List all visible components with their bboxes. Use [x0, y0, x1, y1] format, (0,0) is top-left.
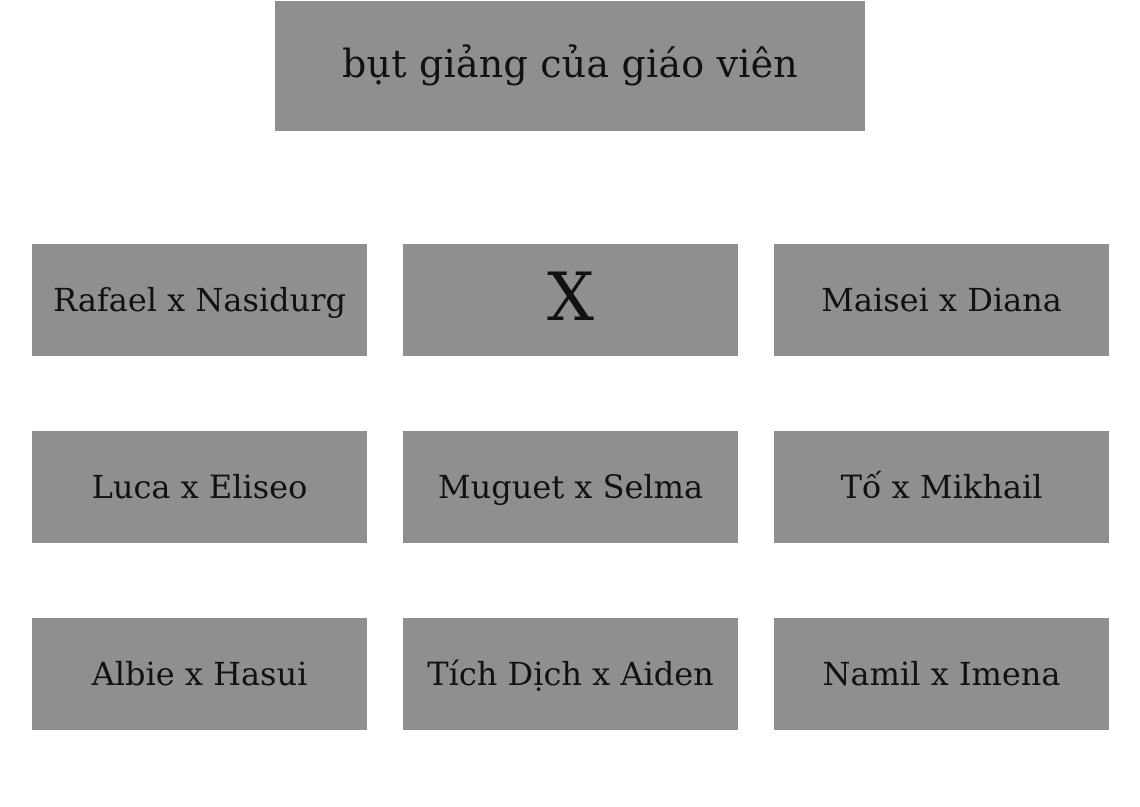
tile-muguet-selma[interactable]: Muguet x Selma	[403, 431, 738, 543]
tile-label: Tích Dịch x Aiden	[427, 655, 714, 693]
page-title: bụt giảng của giáo viên	[342, 42, 798, 86]
tile-rafael-nasidurg[interactable]: Rafael x Nasidurg	[32, 244, 367, 356]
pairing-grid: Rafael x Nasidurg X Maisei x Diana Luca …	[32, 244, 1109, 730]
tile-label: X	[547, 259, 594, 336]
tile-namil-imena[interactable]: Namil x Imena	[774, 618, 1109, 730]
header-banner: bụt giảng của giáo viên	[275, 1, 865, 131]
tile-label: Tố x Mikhail	[840, 468, 1043, 506]
tile-label: Muguet x Selma	[437, 468, 704, 506]
tile-x[interactable]: X	[403, 244, 738, 356]
tile-albie-hasui[interactable]: Albie x Hasui	[32, 618, 367, 730]
tile-tich-dich-aiden[interactable]: Tích Dịch x Aiden	[403, 618, 738, 730]
tile-label: Rafael x Nasidurg	[53, 281, 346, 319]
tile-label: Albie x Hasui	[91, 655, 308, 693]
tile-luca-eliseo[interactable]: Luca x Eliseo	[32, 431, 367, 543]
tile-to-mikhail[interactable]: Tố x Mikhail	[774, 431, 1109, 543]
tile-label: Namil x Imena	[822, 655, 1061, 693]
tile-label: Maisei x Diana	[821, 281, 1062, 319]
tile-label: Luca x Eliseo	[91, 468, 308, 506]
tile-maisei-diana[interactable]: Maisei x Diana	[774, 244, 1109, 356]
